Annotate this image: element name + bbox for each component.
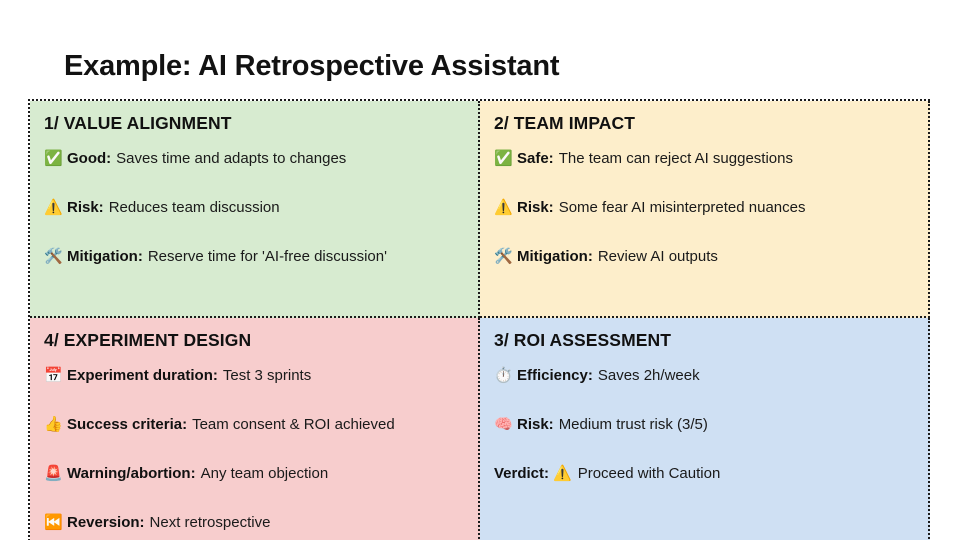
list-item-value: Reserve time for 'AI-free discussion' [147, 248, 387, 265]
quadrant-title: 3/ ROI ASSESSMENT [494, 330, 672, 350]
list-item-label: Good: [67, 150, 112, 167]
list-item-label: Risk: [517, 199, 554, 216]
list-item-label: Mitigation: [517, 248, 593, 265]
list-item-label: Experiment duration: [67, 367, 218, 384]
warning-icon: ⚠️ [494, 198, 513, 216]
list-item-value: The team can reject AI suggestions [558, 150, 793, 167]
page-title: Example: AI Retrospective Assistant [64, 50, 560, 82]
list-item: 👍 Success criteria: Team consent & ROI a… [44, 414, 464, 435]
list-item: ✅ Safe: The team can reject AI suggestio… [494, 148, 914, 169]
hammer-wrench-icon: 🛠️ [44, 247, 63, 265]
previous-track-icon: ⏮️ [44, 513, 63, 531]
brain-icon: 🧠 [494, 415, 513, 433]
verdict-label: Verdict: [494, 465, 550, 482]
list-item-value: Saves 2h/week [597, 367, 700, 384]
quadrant-title: 1/ VALUE ALIGNMENT [44, 113, 232, 133]
warning-icon: ⚠️ [553, 464, 572, 482]
stopwatch-icon: ⏱️ [494, 366, 513, 384]
list-item: 🛠️ Mitigation: Review AI outputs [494, 246, 914, 267]
list-item-value: Test 3 sprints [222, 367, 312, 384]
list-item-label: Mitigation: [67, 248, 143, 265]
warning-icon: ⚠️ [44, 198, 63, 216]
siren-icon: 🚨 [44, 464, 63, 482]
list-item-label: Risk: [517, 416, 554, 433]
quadrant-team-impact: 2/ TEAM IMPACT ✅ Safe: The team can reje… [480, 101, 930, 318]
quadrant-rows: ✅ Good: Saves time and adapts to changes… [44, 148, 464, 267]
hammer-wrench-icon: 🛠️ [494, 247, 513, 265]
calendar-icon: 📅 [44, 366, 63, 384]
list-item-label: Reversion: [67, 514, 145, 531]
list-item: 🚨 Warning/abortion: Any team objection [44, 463, 464, 484]
quadrant-rows: ✅ Safe: The team can reject AI suggestio… [494, 148, 914, 267]
quadrant-title: 4/ EXPERIMENT DESIGN [44, 330, 252, 350]
list-item-value: Next retrospective [149, 514, 271, 531]
quadrant-rows: ⏱️ Efficiency: Saves 2h/week 🧠 Risk: Med… [494, 365, 914, 484]
list-item-label: Warning/abortion: [67, 465, 196, 482]
list-item-value: Reduces team discussion [108, 199, 280, 216]
list-item-value: Team consent & ROI achieved [192, 416, 395, 433]
check-mark-icon: ✅ [44, 149, 63, 167]
thumbs-up-icon: 👍 [44, 415, 63, 433]
list-item: ⚠️ Risk: Reduces team discussion [44, 197, 464, 218]
list-item: 🧠 Risk: Medium trust risk (3/5) [494, 414, 914, 435]
quadrant-title: 2/ TEAM IMPACT [494, 113, 636, 133]
list-item-label: Efficiency: [517, 367, 593, 384]
list-item-value: Some fear AI misinterpreted nuances [558, 199, 806, 216]
list-item: ✅ Good: Saves time and adapts to changes [44, 148, 464, 169]
list-item: 📅 Experiment duration: Test 3 sprints [44, 365, 464, 386]
list-item-label: Success criteria: [67, 416, 188, 433]
list-item-label: Risk: [67, 199, 104, 216]
quadrant-grid: 1/ VALUE ALIGNMENT ✅ Good: Saves time an… [28, 99, 930, 540]
quadrant-value-alignment: 1/ VALUE ALIGNMENT ✅ Good: Saves time an… [30, 101, 480, 318]
quadrant-rows: 📅 Experiment duration: Test 3 sprints 👍 … [44, 365, 464, 533]
list-item-value: Any team objection [200, 465, 329, 482]
list-item-value: Saves time and adapts to changes [116, 150, 347, 167]
list-item: ⏱️ Efficiency: Saves 2h/week [494, 365, 914, 386]
quadrant-experiment-design: 4/ EXPERIMENT DESIGN 📅 Experiment durati… [30, 318, 480, 540]
quadrant-roi-assessment: 3/ ROI ASSESSMENT ⏱️ Efficiency: Saves 2… [480, 318, 930, 540]
list-item: ⏮️ Reversion: Next retrospective [44, 512, 464, 533]
list-item-value: Review AI outputs [597, 248, 718, 265]
verdict-value: Proceed with Caution [577, 465, 721, 482]
list-item-label: Safe: [517, 150, 554, 167]
check-mark-icon: ✅ [494, 149, 513, 167]
list-item: 🛠️ Mitigation: Reserve time for 'AI-free… [44, 246, 464, 267]
verdict-row: Verdict: ⚠️ Proceed with Caution [494, 463, 914, 484]
list-item-value: Medium trust risk (3/5) [558, 416, 708, 433]
list-item: ⚠️ Risk: Some fear AI misinterpreted nua… [494, 197, 914, 218]
